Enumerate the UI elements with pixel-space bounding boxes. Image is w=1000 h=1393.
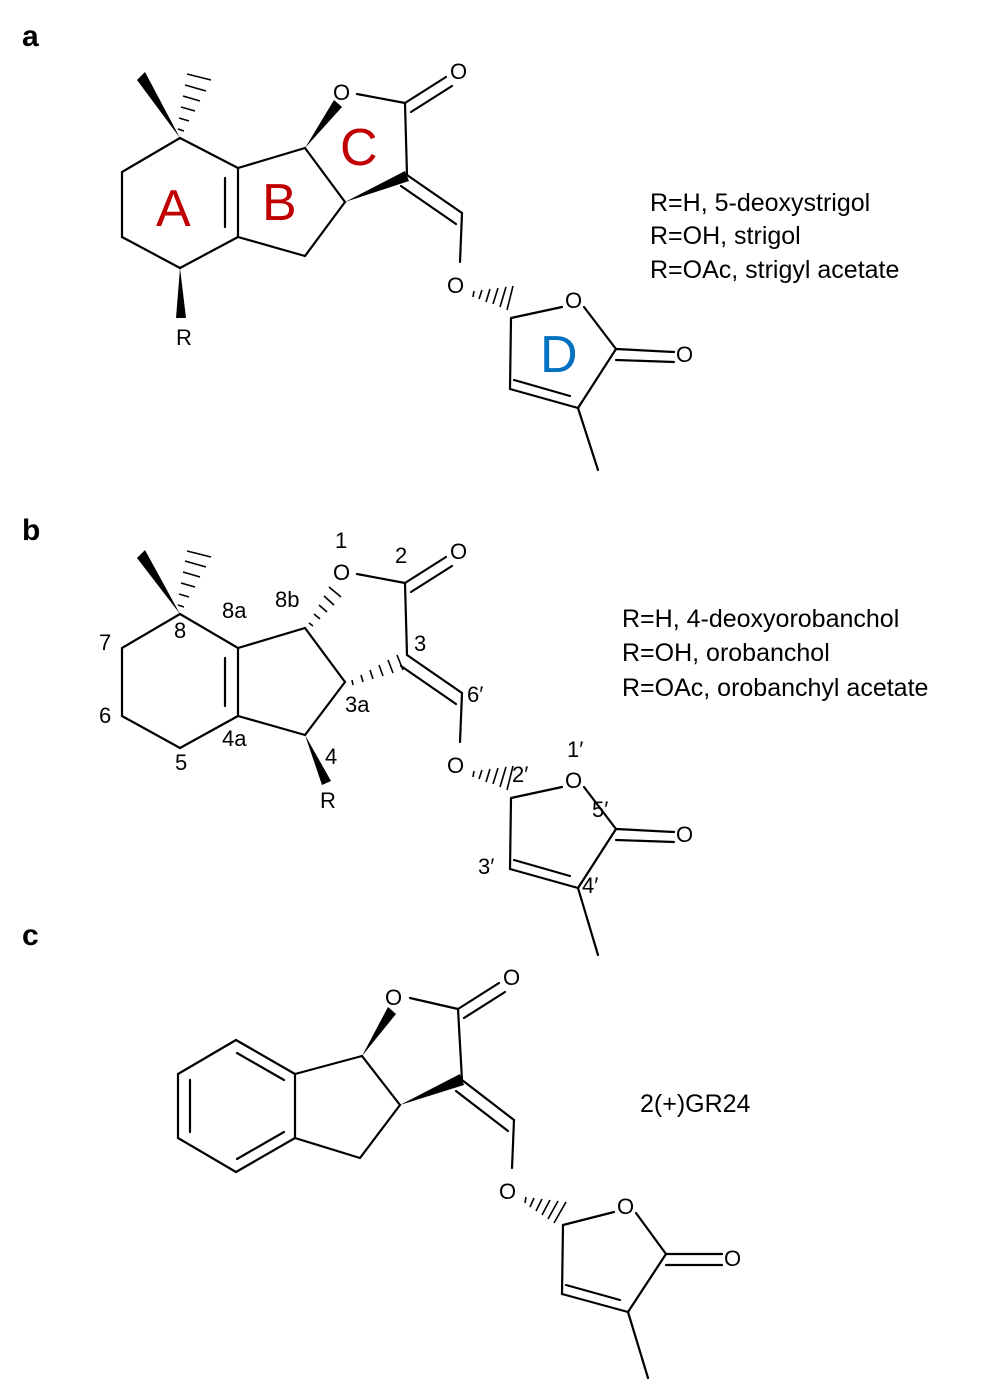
position-number: 6 — [99, 703, 111, 728]
position-number: 3′ — [478, 854, 494, 879]
panel-b-label: b — [22, 514, 40, 547]
caption-line: R=OAc, orobanchyl acetate — [622, 674, 928, 702]
hash-bond-b-d — [472, 765, 514, 791]
hash-bond-b-methyl — [177, 550, 212, 608]
oxygen-atom: O — [385, 985, 402, 1010]
oxygen-atom: O — [676, 822, 693, 847]
panel-b: b R — [22, 514, 928, 957]
hash-bond-a-d — [472, 285, 514, 311]
position-number: 8 — [174, 618, 186, 643]
position-number: 8b — [275, 587, 299, 612]
position-number: 2′ — [512, 762, 528, 787]
substituent-r: R — [176, 325, 192, 350]
hash-bond-b-3a — [351, 654, 404, 686]
caption-line: R=OAc, strigyl acetate — [650, 256, 899, 284]
caption-line: R=OH, orobanchol — [622, 639, 830, 667]
oxygen-atom: O — [565, 288, 582, 313]
panel-c-label: c — [22, 919, 39, 952]
position-number: 6′ — [467, 682, 483, 707]
ring-label-b: B — [262, 174, 297, 232]
position-number: 4 — [325, 744, 337, 769]
oxygen-atom: O — [447, 273, 464, 298]
substituent-r: R — [320, 788, 336, 813]
oxygen-atom: O — [447, 753, 464, 778]
ring-label-c: C — [340, 119, 378, 177]
oxygen-atom: O — [499, 1179, 516, 1204]
panel-c-structure: O O O O O — [176, 965, 741, 1380]
hash-bond-c-d — [524, 1196, 567, 1224]
position-number: 1 — [335, 528, 347, 553]
hash-bond-a-methyl — [177, 73, 212, 132]
caption-line: R=H, 4-deoxyorobanchol — [622, 605, 899, 633]
oxygen-atom: O — [617, 1194, 634, 1219]
position-number: 8a — [222, 598, 247, 623]
ring-label-d: D — [540, 326, 578, 384]
oxygen-atom: O — [333, 560, 350, 585]
caption-line: R=H, 5-deoxystrigol — [650, 189, 870, 217]
position-number: 2 — [395, 543, 407, 568]
oxygen-atom: O — [724, 1246, 741, 1271]
caption-line: 2(+)GR24 — [640, 1090, 751, 1118]
position-number: 4′ — [582, 873, 598, 898]
oxygen-atom: O — [333, 80, 350, 105]
position-number: 5 — [175, 750, 187, 775]
panel-b-structure: R O O — [120, 539, 693, 957]
panel-a-label: a — [22, 20, 39, 53]
panel-a-structure: R O O O — [120, 59, 693, 472]
oxygen-atom: O — [450, 539, 467, 564]
position-number: 3a — [345, 692, 370, 717]
position-number: 7 — [99, 630, 111, 655]
caption-line: R=OH, strigol — [650, 222, 801, 250]
panel-c: c O O — [22, 919, 751, 1380]
oxygen-atom: O — [503, 965, 520, 990]
hash-bond-b-8b — [308, 586, 342, 627]
oxygen-atom: O — [676, 342, 693, 367]
position-number: 3 — [414, 631, 426, 656]
oxygen-atom: O — [450, 59, 467, 84]
position-number: 1′ — [567, 737, 583, 762]
ring-label-a: A — [156, 180, 191, 238]
position-number: 4a — [222, 726, 247, 751]
oxygen-atom: O — [565, 768, 582, 793]
position-number: 5′ — [592, 797, 608, 822]
panel-a: a R — [22, 20, 899, 472]
